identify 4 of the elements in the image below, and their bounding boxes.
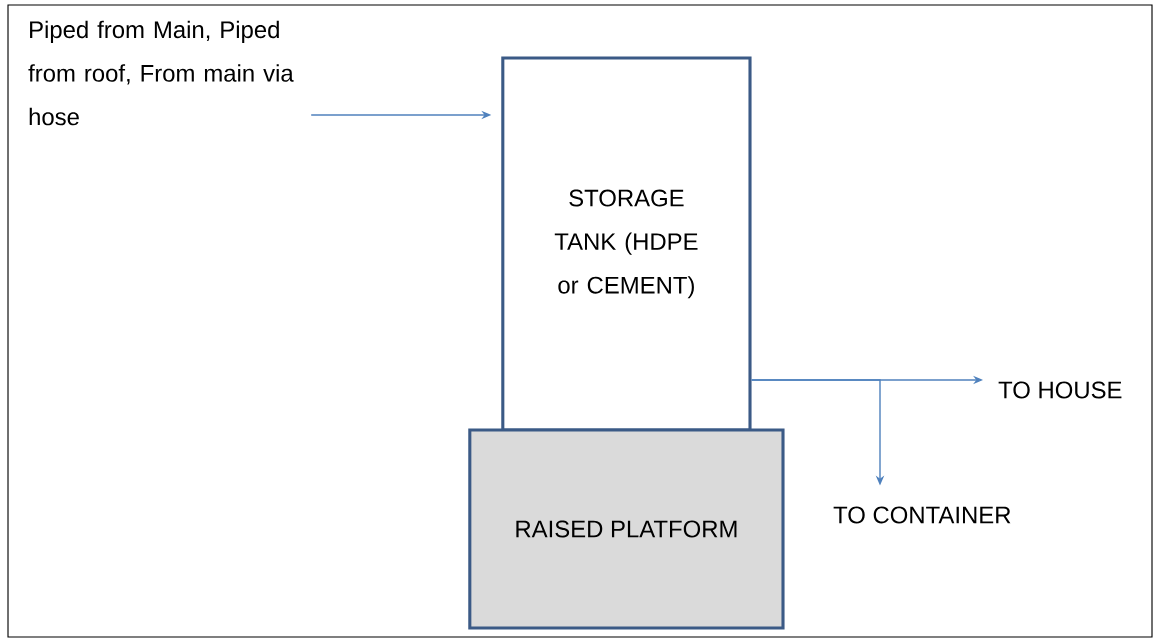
- destination-text: TO CONTAINER: [833, 506, 1011, 524]
- platform-box: RAISED PLATFORM: [468, 428, 785, 630]
- destination-text: TO HOUSE: [998, 381, 1122, 399]
- source-text: Piped from Main, Piped from roof, From main via hose: [28, 20, 294, 126]
